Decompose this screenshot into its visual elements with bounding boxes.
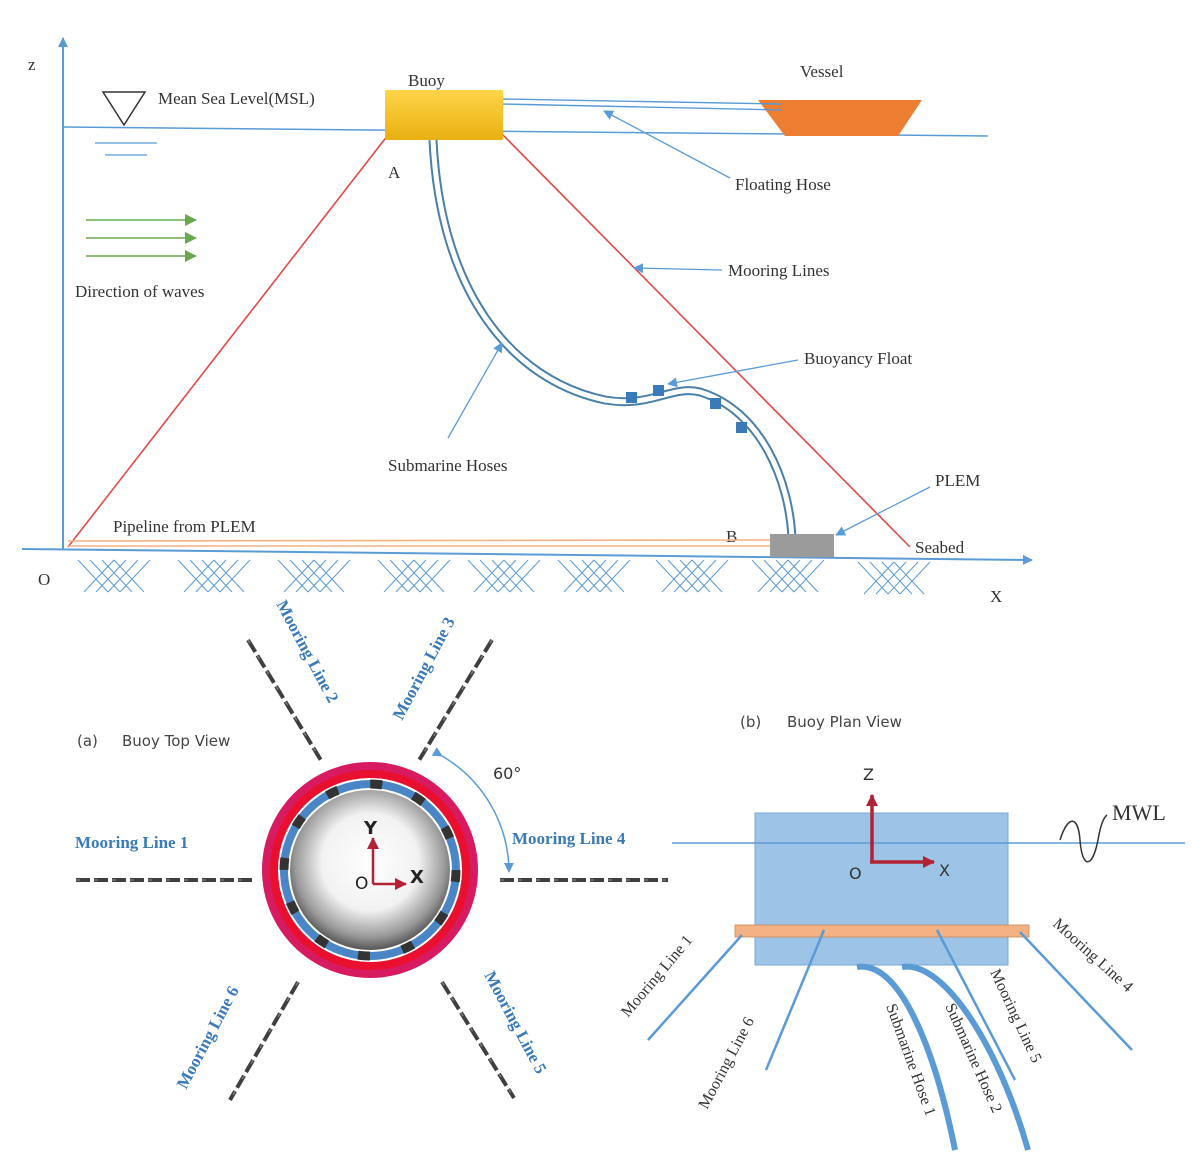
top-view: (a) Buoy Top View Y X	[75, 597, 668, 1101]
buoyancy-float-label: Buoyancy Float	[804, 349, 912, 368]
submarine-hose-2	[901, 963, 1031, 1151]
vessel-label: Vessel	[800, 62, 844, 81]
buoyancy-float	[653, 385, 664, 396]
plem	[770, 534, 834, 557]
top-mooring-line-6: Mooring Line 6	[173, 983, 243, 1092]
submarine-hose-inner	[430, 139, 795, 541]
msl-symbol-icon	[101, 91, 147, 127]
plan-z-label: Z	[863, 765, 874, 784]
angle-arc	[431, 747, 514, 873]
point-b-label: B	[726, 527, 737, 546]
floating-hose-line	[501, 98, 783, 105]
seabed-label: Seabed	[915, 538, 965, 557]
point-a-label: A	[388, 163, 401, 182]
top-mooring-line-3: Mooring Line 3	[389, 614, 459, 723]
plan-mooring-lines	[647, 929, 1133, 1081]
plem-pointer	[835, 486, 931, 536]
plem-label: PLEM	[935, 471, 980, 490]
top-y-label: Y	[363, 818, 378, 839]
top-x-label: X	[410, 867, 424, 888]
origin-label: O	[38, 570, 50, 589]
seabed-hatch	[77, 559, 931, 595]
plan-view-title: Buoy Plan View	[787, 713, 902, 731]
plan-origin-label: O	[849, 864, 862, 883]
pipeline	[67, 539, 771, 542]
buoy-drum	[290, 790, 450, 950]
mwl-label: MWL	[1112, 800, 1166, 825]
submarine-hoses-pointer	[447, 342, 503, 439]
plan-mooring-line-6: Mooring Line 6	[696, 1014, 759, 1111]
panel-a-label: (a)	[77, 732, 98, 750]
mooring-chains-links	[76, 639, 668, 1101]
mooring-lines-pointer	[633, 263, 723, 274]
buoyancy-float	[736, 422, 747, 433]
fairlead-band	[734, 924, 1030, 938]
plan-buoy-body	[754, 812, 1009, 966]
msl-label: Mean Sea Level(MSL)	[158, 89, 315, 108]
plan-mooring-line-1: Mooring Line 1	[618, 932, 696, 1021]
x-axis-label: X	[990, 587, 1002, 606]
plan-view: (b) Buoy Plan View MWL Z X O Mooring Lin…	[618, 713, 1185, 1151]
submarine-hoses-label: Submarine Hoses	[388, 456, 507, 475]
angle-label: 60°	[493, 764, 521, 783]
direction-of-waves-label: Direction of waves	[75, 282, 204, 301]
floating-hose-label: Floating Hose	[735, 175, 831, 194]
mooring-line-left	[67, 134, 389, 548]
buoyancy-float	[710, 398, 721, 409]
mwl-wave-icon	[1059, 814, 1108, 863]
top-origin-label: O	[355, 874, 368, 894]
buoy	[385, 90, 503, 140]
top-mooring-line-1: Mooring Line 1	[75, 833, 188, 852]
mooring-line-right	[502, 134, 911, 548]
x-axis	[21, 548, 1033, 565]
top-mooring-line-2: Mooring Line 2	[272, 597, 342, 706]
top-mooring-line-4: Mooring Line 4	[512, 829, 626, 848]
top-view-title: Buoy Top View	[122, 732, 230, 750]
buoyancy-float	[626, 392, 637, 403]
submarine-hose-outer	[428, 139, 797, 541]
mooring-lines-label: Mooring Lines	[728, 261, 830, 280]
plan-x-label: X	[939, 861, 950, 880]
submarine-hose-1	[856, 963, 958, 1151]
buoy-label: Buoy	[408, 71, 445, 90]
plan-mooring-line-4: Mooring Line 4	[1049, 915, 1136, 995]
side-view: z X O Mean Sea Level(MSL) Vessel Floatin…	[21, 37, 1033, 606]
plan-mooring-line-5: Mooring Line 5	[986, 967, 1044, 1066]
vessel	[758, 100, 922, 136]
pipeline-label: Pipeline from PLEM	[113, 517, 256, 536]
z-axis-label: z	[28, 55, 36, 74]
buoyancy-float-pointer	[667, 359, 799, 388]
floating-hose-pointer	[603, 110, 731, 179]
floating-hose-line	[501, 103, 783, 111]
panel-b-label: (b)	[740, 713, 761, 731]
